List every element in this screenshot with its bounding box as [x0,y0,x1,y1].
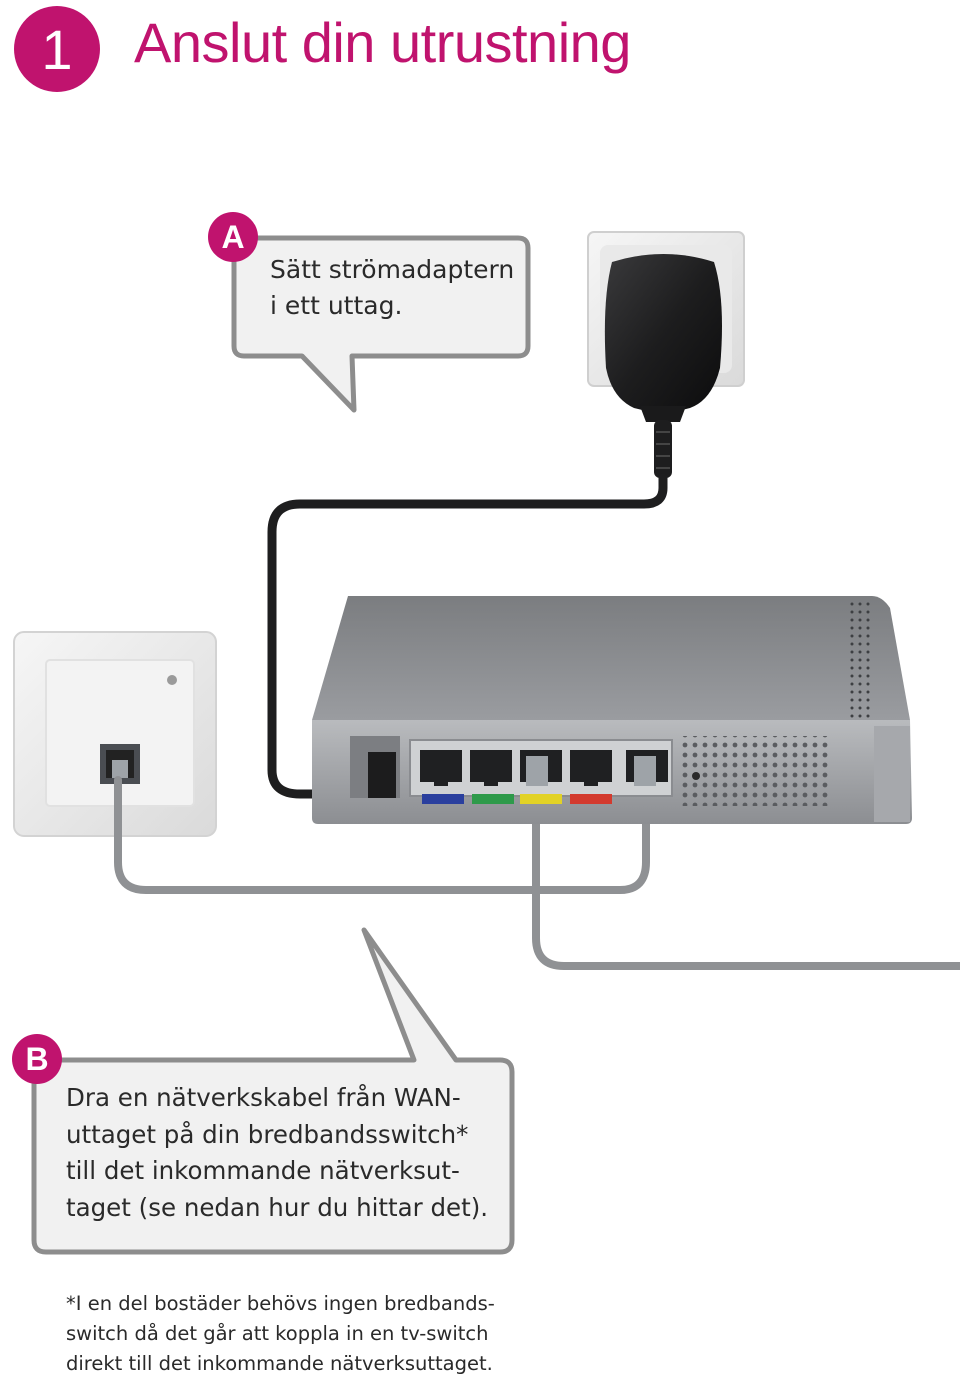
page-title: Anslut din utrustning [134,11,631,74]
callout-a-line: Sätt strömadaptern [270,255,515,284]
callout-b-badge: B [12,1034,62,1084]
callout-a-text: Sätt strömadaptern i ett uttag. [270,252,514,324]
broadband-switch [312,596,912,824]
callout-b-line: taget (se nedan hur du hittar det). [66,1192,489,1222]
network-wall-outlet [13,631,217,837]
lan-cable [532,770,960,970]
power-cable [267,473,668,799]
callout-b-text: Dra en nätverkskabel från WAN- uttaget p… [66,1080,488,1226]
callout-b-line: till det inkommande nätverksut- [66,1156,460,1185]
callout-b-line: uttaget på din bredbandsswitch* [66,1119,469,1149]
footnote: *I en del bostäder behövs ingen bredband… [66,1289,495,1379]
callout-a-line: i ett uttag. [270,291,403,320]
callout-a-badge: A [208,212,258,262]
power-adapter [604,254,722,478]
callout-b-line: Dra en nätverkskabel från WAN- [66,1083,461,1112]
footnote-line: direkt till det inkommande nätverksuttag… [66,1352,493,1375]
wan-cable [114,766,650,894]
footnote-line: *I en del bostäder behövs ingen bredband… [66,1292,495,1315]
step-number-badge: 1 [14,6,100,92]
footnote-line: switch då det går att koppla in en tv-sw… [66,1322,489,1345]
